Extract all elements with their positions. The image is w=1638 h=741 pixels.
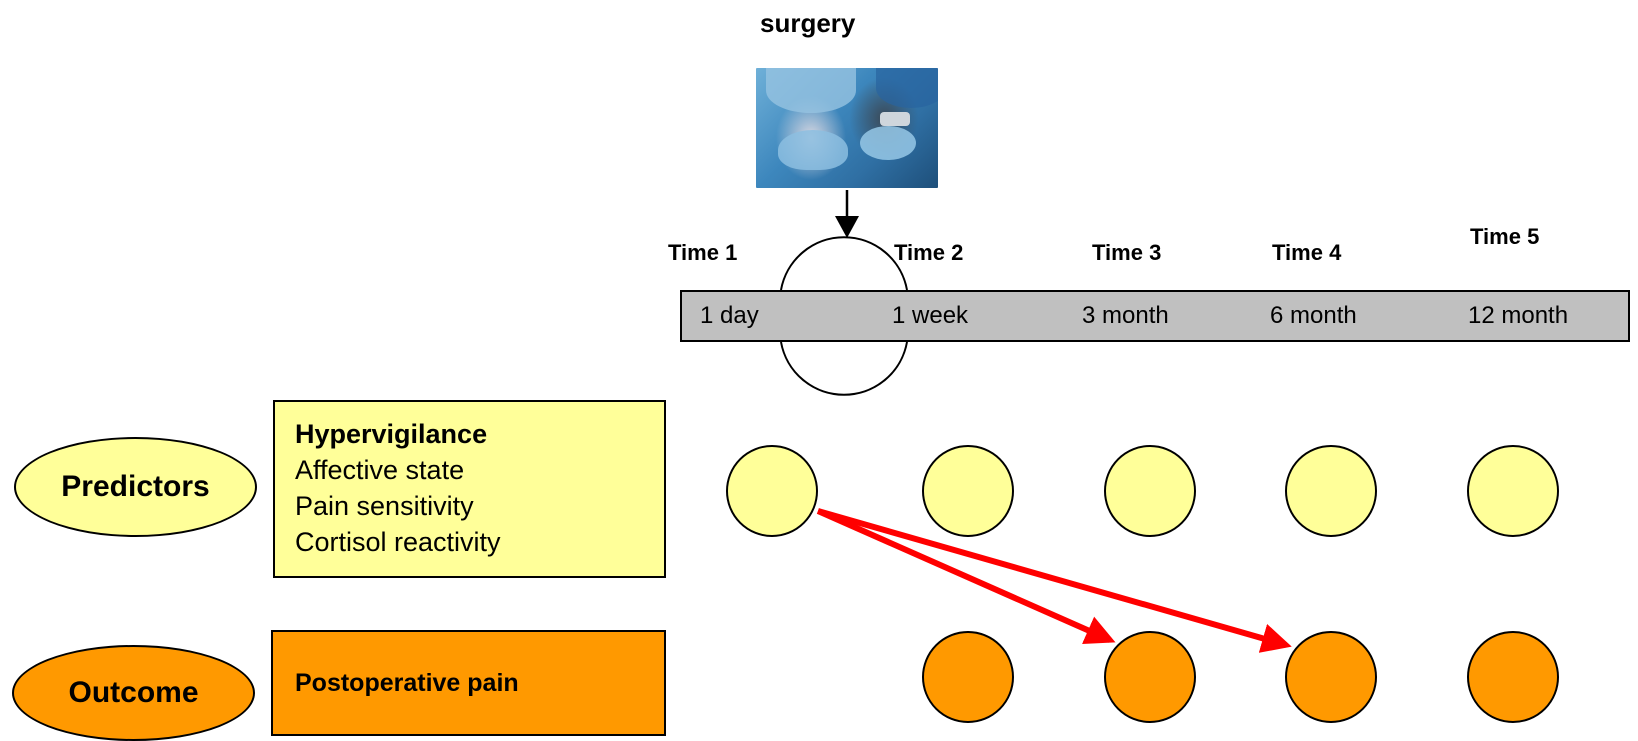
predictors-label: Predictors xyxy=(61,470,210,503)
outcome-label: Outcome xyxy=(68,676,199,709)
surgery-circle-bottom xyxy=(780,341,908,396)
time-2-label: Time 2 xyxy=(894,240,964,265)
surgery-title: surgery xyxy=(760,8,856,38)
surgeons-photo xyxy=(756,68,938,188)
outcome-circle-time-5 xyxy=(1467,631,1559,723)
predictor-circle-time-2 xyxy=(922,445,1014,537)
predictors-oval: Predictors xyxy=(14,437,257,537)
predictor-heading: Hypervigilance xyxy=(295,419,488,449)
predictor-circle-time-1 xyxy=(726,445,818,537)
predictor-item: Cortisol reactivity xyxy=(295,527,501,557)
time-1-label: Time 1 xyxy=(668,240,738,265)
predictor-item: Pain sensitivity xyxy=(295,491,474,521)
interval-5: 12 month xyxy=(1468,302,1569,329)
predictor-circle-time-3 xyxy=(1104,445,1196,537)
predictor-circle-time-4 xyxy=(1285,445,1377,537)
outcome-measure: Postoperative pain xyxy=(295,668,519,697)
timeline-bar xyxy=(680,290,1630,342)
outcome-oval: Outcome xyxy=(12,645,255,741)
time-4-label: Time 4 xyxy=(1272,240,1342,265)
time-3-label: Time 3 xyxy=(1092,240,1162,265)
interval-1: 1 day xyxy=(700,302,759,329)
arrow-to-time-4 xyxy=(817,508,1292,653)
predictors-box: Hypervigilance Affective state Pain sens… xyxy=(273,400,666,578)
surgery-arrow-head xyxy=(835,216,859,238)
outcome-circle-time-2 xyxy=(922,631,1014,723)
predictor-item: Affective state xyxy=(295,455,465,485)
surgery-circle-top xyxy=(780,236,908,291)
time-5-label: Time 5 xyxy=(1470,224,1540,249)
outcome-circle-time-4 xyxy=(1285,631,1377,723)
arrow-to-time-3 xyxy=(816,508,1116,645)
outcome-box: Postoperative pain xyxy=(271,630,666,736)
predictor-circle-time-5 xyxy=(1467,445,1559,537)
interval-2: 1 week xyxy=(892,302,969,329)
interval-3: 3 month xyxy=(1082,302,1169,329)
outcome-circle-time-3 xyxy=(1104,631,1196,723)
interval-4: 6 month xyxy=(1270,302,1357,329)
